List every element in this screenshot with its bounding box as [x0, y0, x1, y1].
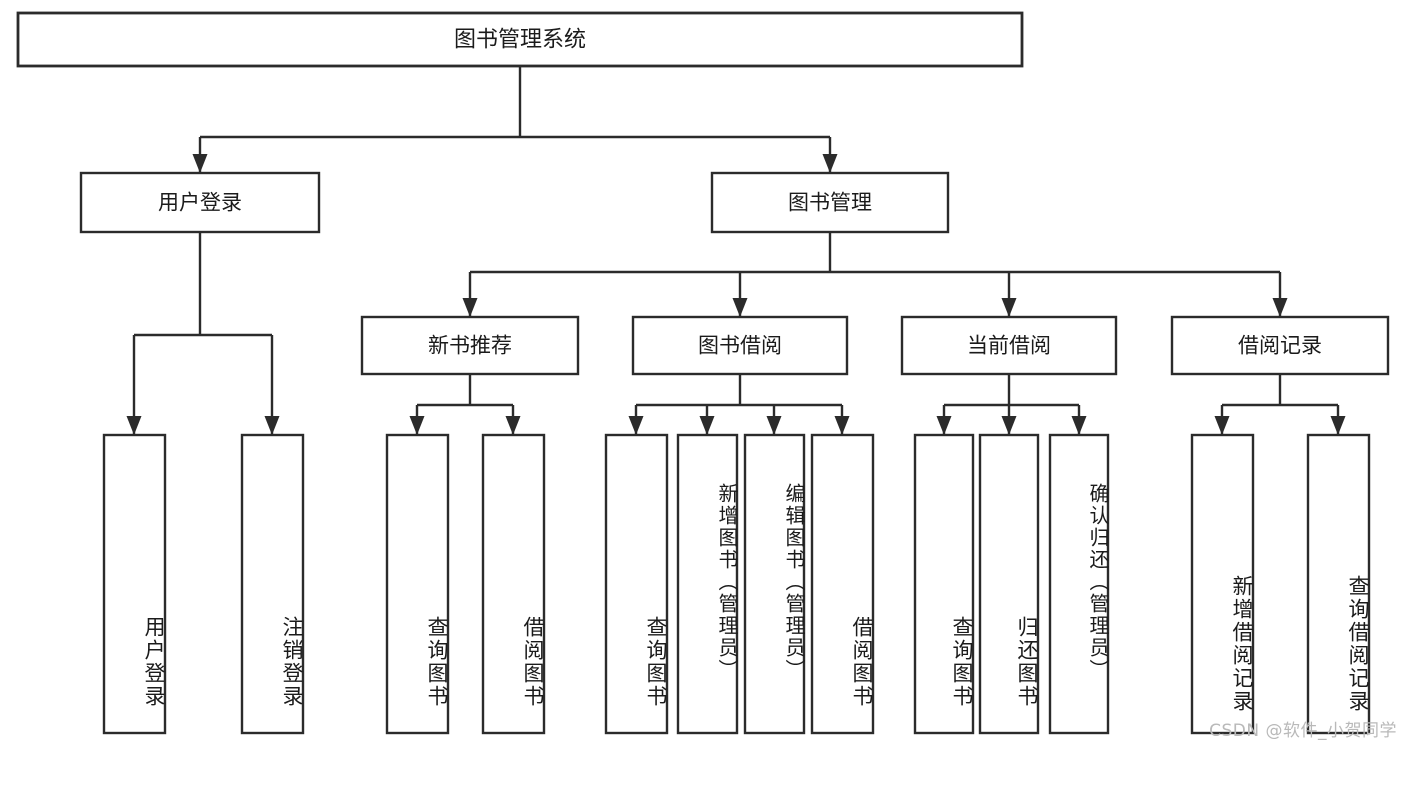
node-new-book-recommend-box[interactable] [360, 315, 580, 376]
arrow-head-icon [732, 298, 748, 317]
arrow-head-icon [1330, 416, 1346, 435]
node-leaf-add-borrow-record[interactable] [1190, 433, 1255, 735]
node-book-manage-box[interactable] [710, 171, 950, 234]
node-leaf-edit-book-admin[interactable] [743, 433, 806, 735]
arrow-head-icon [1272, 298, 1288, 317]
node-user-login-box[interactable] [79, 171, 321, 234]
node-leaf-add-book-admin[interactable] [676, 433, 739, 735]
node-leaf-user-logout-box[interactable] [240, 433, 305, 735]
node-book-borrow-label: 图书借阅 [698, 334, 782, 358]
arrow-head-icon [1001, 298, 1017, 317]
node-leaf-edit-book-admin-box[interactable] [743, 433, 806, 735]
node-leaf-confirm-return-admin-box[interactable] [1048, 433, 1110, 735]
node-new-book-recommend-label: 新书推荐 [428, 334, 512, 358]
arrow-head-icon [505, 416, 521, 435]
node-leaf-query-book-2-box[interactable] [604, 433, 669, 735]
node-current-borrow-label: 当前借阅 [967, 334, 1051, 358]
node-leaf-query-book-2[interactable] [604, 433, 669, 735]
node-current-borrow[interactable]: 当前借阅 [900, 315, 1118, 376]
node-leaf-return-book-box[interactable] [978, 433, 1040, 735]
arrow-head-icon [628, 416, 644, 435]
node-leaf-borrow-book-1[interactable] [481, 433, 546, 735]
watermark-text: CSDN @软件_小贺同学 [1209, 721, 1397, 741]
node-current-borrow-box[interactable] [900, 315, 1118, 376]
node-leaf-confirm-return-admin[interactable] [1048, 433, 1110, 735]
node-leaf-query-book-1-box[interactable] [385, 433, 450, 735]
node-leaf-add-book-admin-box[interactable] [676, 433, 739, 735]
arrow-head-icon [192, 154, 208, 173]
node-leaf-borrow-book-1-box[interactable] [481, 433, 546, 735]
node-user-login-label: 用户登录 [158, 191, 242, 215]
connector-layer [126, 66, 1346, 435]
node-leaf-user-login[interactable] [102, 433, 167, 735]
node-book-manage-label: 图书管理 [788, 191, 872, 215]
arrow-head-icon [1214, 416, 1230, 435]
node-leaf-query-borrow-record[interactable] [1306, 433, 1371, 735]
node-leaf-add-borrow-record-box[interactable] [1190, 433, 1255, 735]
arrow-head-icon [126, 416, 142, 435]
node-root-title-box[interactable] [16, 11, 1024, 68]
node-book-borrow-box[interactable] [631, 315, 849, 376]
node-leaf-return-book[interactable] [978, 433, 1040, 735]
node-leaf-borrow-book-2-box[interactable] [810, 433, 875, 735]
node-root-title-label: 图书管理系统 [454, 28, 586, 53]
arrow-head-icon [409, 416, 425, 435]
arrow-head-icon [699, 416, 715, 435]
node-book-manage[interactable]: 图书管理 [710, 171, 950, 234]
node-new-book-recommend[interactable]: 新书推荐 [360, 315, 580, 376]
node-leaf-query-book-3[interactable] [913, 433, 975, 735]
node-borrow-record-label: 借阅记录 [1238, 334, 1322, 358]
node-leaf-user-login-box[interactable] [102, 433, 167, 735]
diagram-root: 图书管理系统用户登录图书管理新书推荐图书借阅当前借阅借阅记录 用户登录注销登录查… [16, 11, 1397, 741]
arrow-head-icon [766, 416, 782, 435]
node-leaf-query-book-1[interactable] [385, 433, 450, 735]
node-user-login[interactable]: 用户登录 [79, 171, 321, 234]
arrow-head-icon [834, 416, 850, 435]
arrow-head-icon [1001, 416, 1017, 435]
node-book-borrow[interactable]: 图书借阅 [631, 315, 849, 376]
node-leaf-user-logout[interactable] [240, 433, 305, 735]
arrow-head-icon [1071, 416, 1087, 435]
arrow-head-icon [936, 416, 952, 435]
node-leaf-query-borrow-record-box[interactable] [1306, 433, 1371, 735]
arrow-head-icon [264, 416, 280, 435]
node-leaf-query-book-3-box[interactable] [913, 433, 975, 735]
node-borrow-record-box[interactable] [1170, 315, 1390, 376]
arrow-head-icon [462, 298, 478, 317]
node-borrow-record[interactable]: 借阅记录 [1170, 315, 1390, 376]
node-leaf-borrow-book-2[interactable] [810, 433, 875, 735]
arrow-head-icon [822, 154, 838, 173]
node-root-title[interactable]: 图书管理系统 [16, 11, 1024, 68]
